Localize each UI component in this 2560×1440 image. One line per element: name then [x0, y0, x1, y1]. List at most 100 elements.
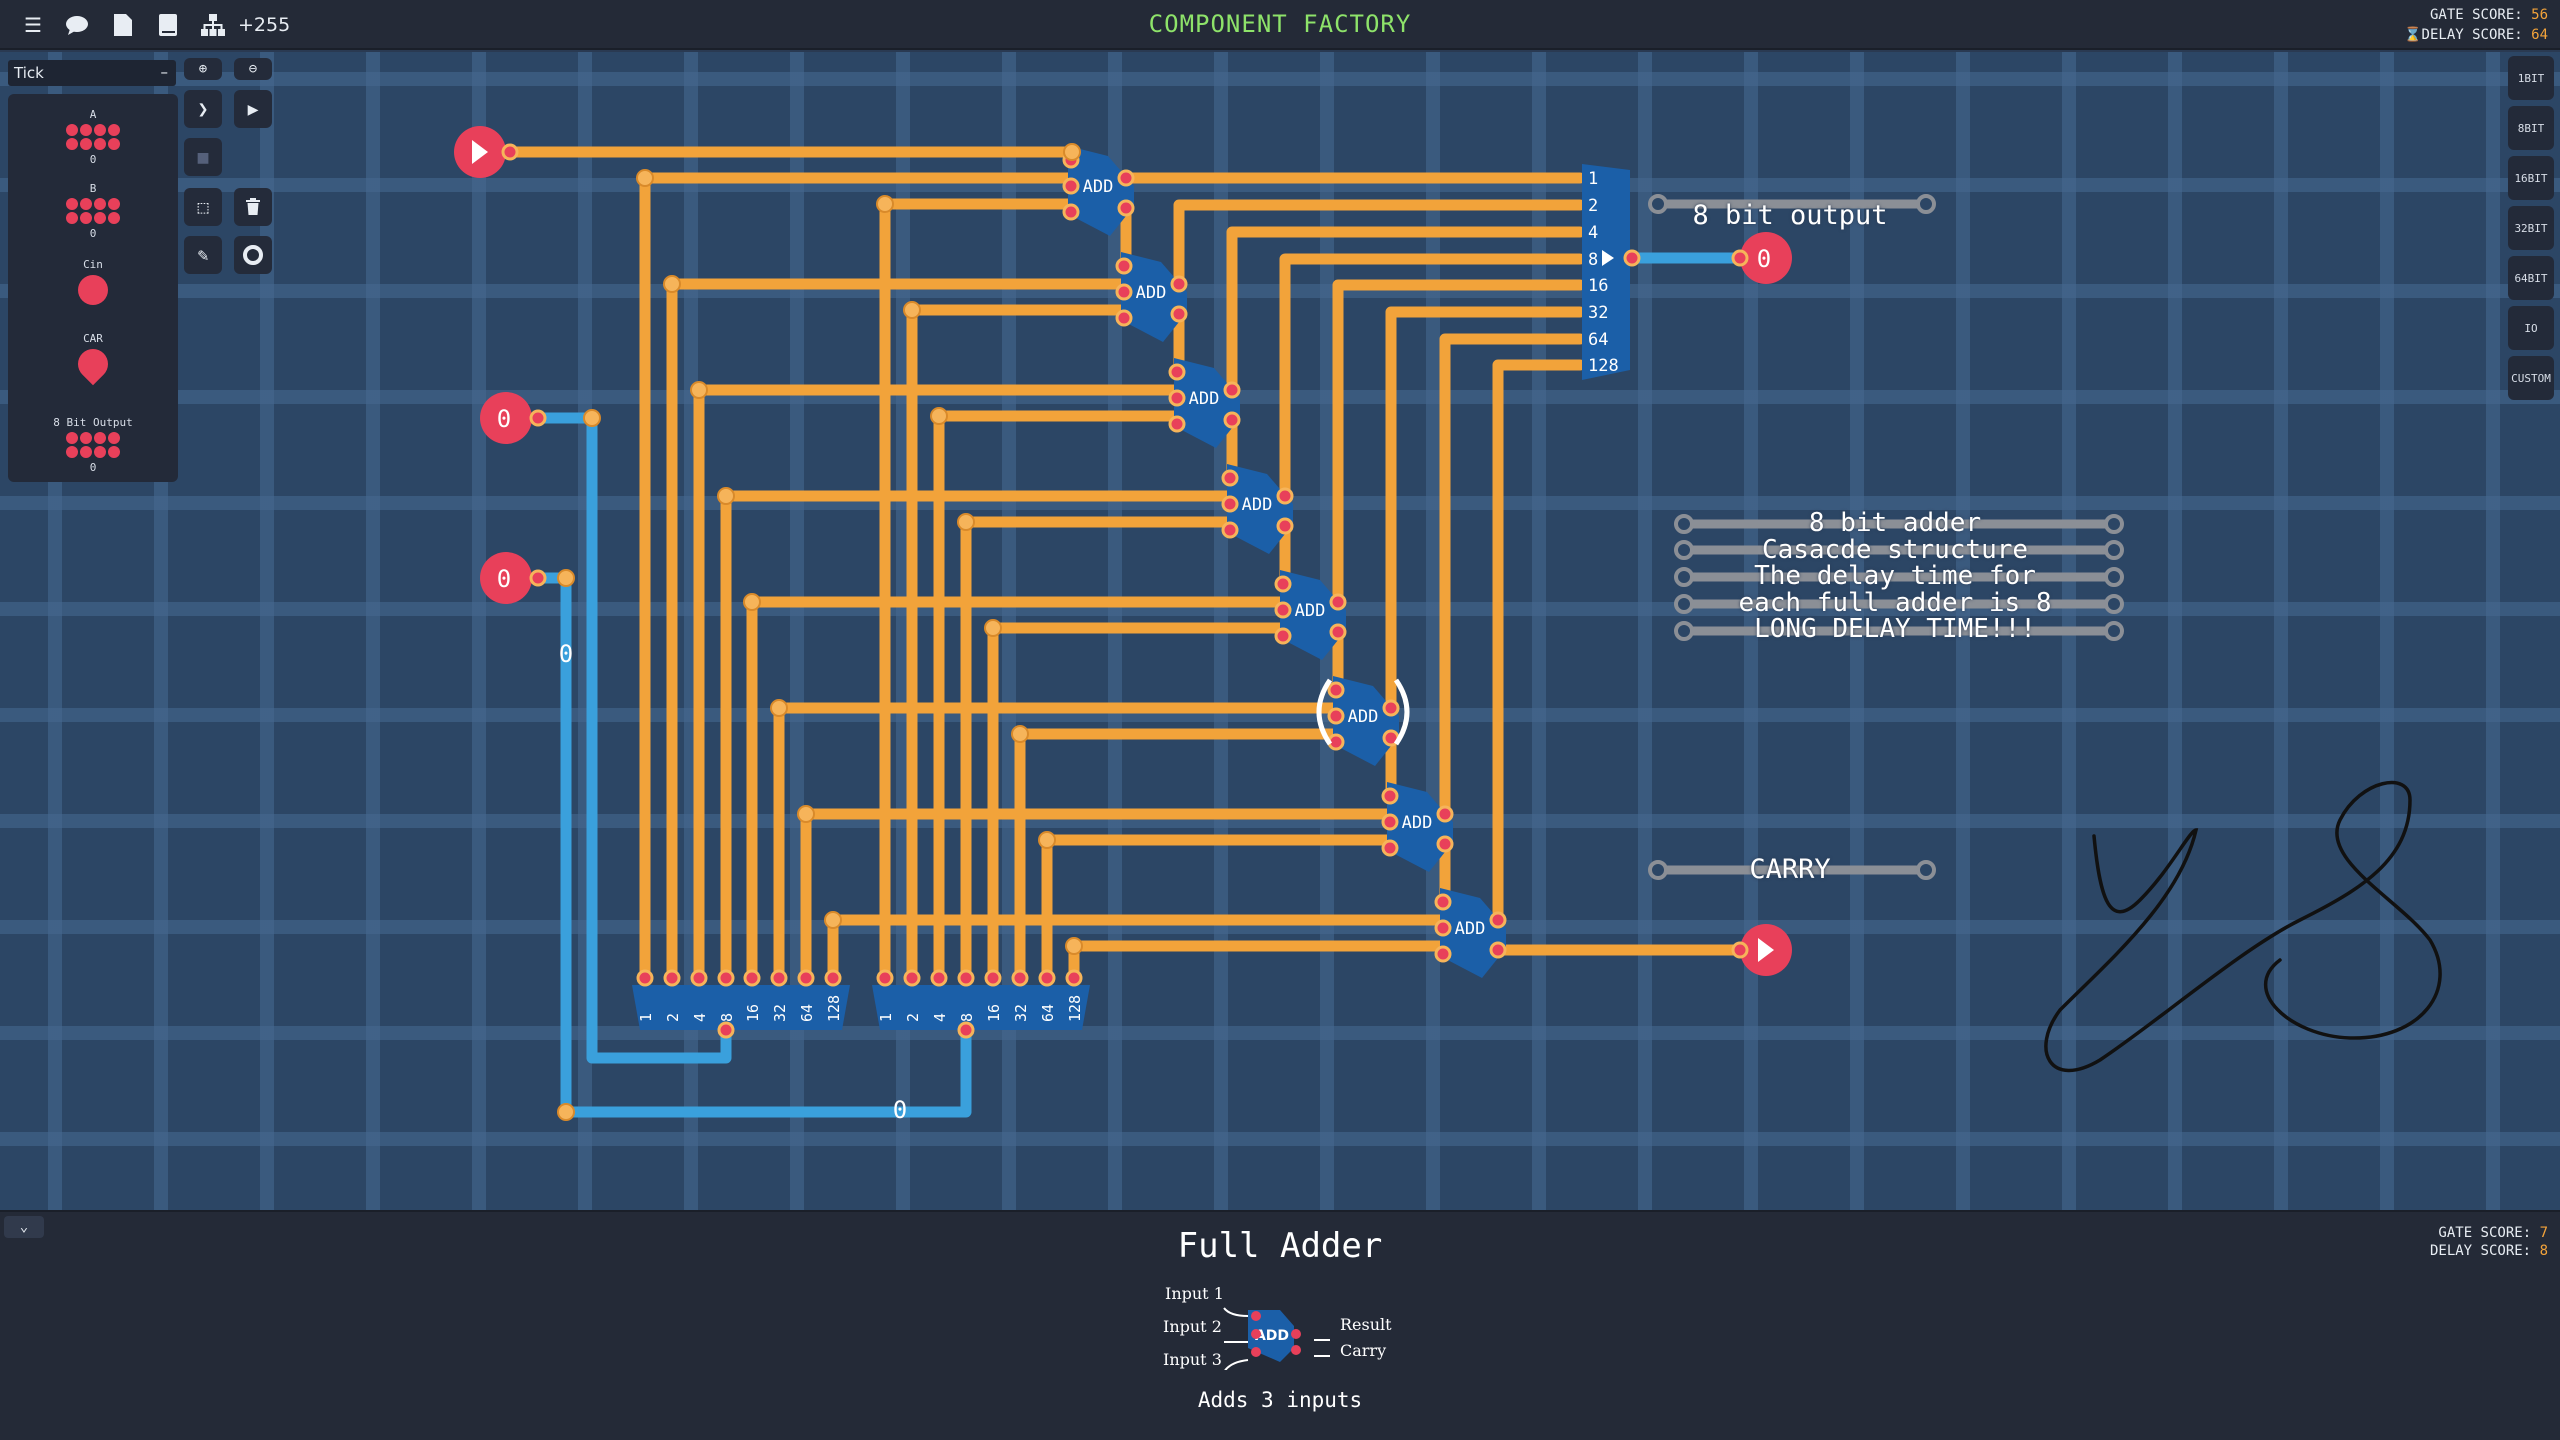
- palette-input-b[interactable]: B 0: [8, 182, 178, 240]
- stop-button[interactable]: ■: [184, 138, 222, 176]
- splitter-b: [872, 985, 1090, 1030]
- pin: [1731, 941, 1749, 959]
- info-panel: ⌄ Full Adder GATE SCORE: 7 DELAY SCORE: …: [0, 1210, 2560, 1440]
- splitter-pin: [797, 969, 815, 987]
- palette-input-cin[interactable]: Cin: [8, 258, 178, 312]
- adder-output-pin: [1489, 941, 1507, 959]
- category-16bit[interactable]: 16BIT: [2508, 156, 2554, 200]
- note-line: The delay time for: [1754, 561, 2036, 591]
- file-icon[interactable]: [110, 12, 136, 38]
- adder-input-pin: [1434, 945, 1452, 963]
- output-caption-bar-end: [1648, 194, 1668, 214]
- wire-joint: [984, 619, 1002, 637]
- bit-label: 1: [877, 1013, 895, 1022]
- wire-a-bit: [639, 172, 1077, 984]
- note-bar-end: [1674, 594, 1694, 614]
- bit-output-icon: [71, 342, 115, 386]
- category-64bit[interactable]: 64BIT: [2508, 256, 2554, 300]
- category-32bit[interactable]: 32BIT: [2508, 206, 2554, 250]
- category-bar: 1BIT 8BIT 16BIT 32BIT 64BIT IO CUSTOM: [2508, 56, 2556, 406]
- splitter-pin: [984, 969, 1002, 987]
- adder-input-pin: [1327, 707, 1345, 725]
- adder-input-pin: [1327, 681, 1345, 699]
- adder-output-pin: [1223, 381, 1241, 399]
- hourglass-icon: ⌛: [2404, 27, 2422, 43]
- wire-b-bit: [1068, 940, 1449, 984]
- hierarchy-icon[interactable]: [200, 12, 226, 38]
- bit-label: 2: [664, 1013, 682, 1022]
- category-custom[interactable]: CUSTOM: [2508, 356, 2554, 400]
- carry-caption: CARRY: [1749, 854, 1831, 885]
- note-line: each full adder is 8: [1738, 587, 2052, 618]
- pin: [1731, 249, 1749, 267]
- delete-button[interactable]: [234, 188, 272, 226]
- category-1bit[interactable]: 1BIT: [2508, 56, 2554, 100]
- component-description: Adds 3 inputs: [1197, 1388, 1363, 1412]
- pin: [529, 409, 547, 427]
- wire-sum: [1226, 226, 1586, 396]
- gate-label: ADD: [1455, 919, 1486, 939]
- palette-label: 8 Bit Output: [53, 416, 133, 429]
- full-adder-gate: [1280, 570, 1346, 660]
- gate-label: ADD: [1255, 1328, 1289, 1344]
- step-button[interactable]: ❯: [184, 90, 222, 128]
- page-title: COMPONENT FACTORY: [1148, 10, 1412, 38]
- bit-label: 128: [825, 995, 843, 1022]
- adder-input-pin: [1381, 839, 1399, 857]
- component-name: Full Adder: [1177, 1226, 1383, 1266]
- select-area-button[interactable]: ⬚: [184, 188, 222, 226]
- wire-joint: [1065, 937, 1083, 955]
- palette-output-car[interactable]: CAR: [8, 332, 178, 386]
- full-adder-gate: [1174, 358, 1240, 448]
- adder-output-pin: [1436, 805, 1454, 823]
- tick-select[interactable]: Tick –: [8, 60, 176, 86]
- palette-input-a[interactable]: A 0: [8, 108, 178, 166]
- gate-score-label: GATE SCORE:: [2438, 1225, 2532, 1241]
- book-icon[interactable]: [155, 12, 181, 38]
- adder-input-pin: [1274, 627, 1292, 645]
- category-8bit[interactable]: 8BIT: [2508, 106, 2554, 150]
- gate-label: ADD: [1189, 389, 1220, 409]
- gate-label: ADD: [1242, 495, 1273, 515]
- gate-label: ADD: [1348, 707, 1379, 727]
- note-line: 8 bit adder: [1808, 508, 1982, 538]
- chevron-down-icon[interactable]: ⌄: [4, 1216, 44, 1238]
- zoom-in-button[interactable]: ⊕: [184, 58, 222, 80]
- pencil-button[interactable]: ✎: [184, 236, 222, 274]
- menu-icon[interactable]: ☰: [24, 13, 42, 37]
- byte-icon: [66, 198, 120, 224]
- play-triangle-icon: [1602, 250, 1614, 266]
- category-io[interactable]: IO: [2508, 306, 2554, 350]
- wire-joint: [930, 407, 948, 425]
- pin-label: Result: [1340, 1315, 1392, 1334]
- palette-8bit-output[interactable]: 8 Bit Output 0: [8, 416, 178, 474]
- adder-input-pin: [1115, 283, 1133, 301]
- bit-label: 32: [1012, 1004, 1030, 1022]
- bit-label: 128: [1066, 995, 1084, 1022]
- wire-joint: [557, 569, 575, 587]
- bit-label: 8: [1588, 250, 1598, 270]
- bit-label: 2: [904, 1013, 922, 1022]
- splitter-pin: [717, 969, 735, 987]
- chat-icon[interactable]: [64, 12, 90, 38]
- wire-sum: [1385, 306, 1586, 714]
- input-a-pin-value: 0: [497, 405, 511, 433]
- gate-label: ADD: [1402, 813, 1433, 833]
- zoom-out-button[interactable]: ⊖: [234, 58, 272, 80]
- bit-label: 1: [1588, 169, 1598, 189]
- palette-label: A: [89, 108, 97, 121]
- bit-label: 4: [931, 1013, 949, 1022]
- wire-joint: [876, 195, 894, 213]
- adder-input-pin: [1274, 601, 1292, 619]
- wire-tool-button[interactable]: [234, 236, 272, 274]
- adder-output-pin: [1117, 199, 1135, 217]
- wire-value-label: 0: [893, 1096, 907, 1124]
- play-button[interactable]: ▶: [234, 90, 272, 128]
- adder-input-pin: [1221, 469, 1239, 487]
- splitter-pin: [903, 969, 921, 987]
- handwritten-signature: [2044, 780, 2442, 1073]
- delay-score-label: DELAY SCORE:: [2429, 1243, 2532, 1259]
- output-8bit-pin-value: 0: [1757, 245, 1771, 273]
- wire-joint: [663, 275, 681, 293]
